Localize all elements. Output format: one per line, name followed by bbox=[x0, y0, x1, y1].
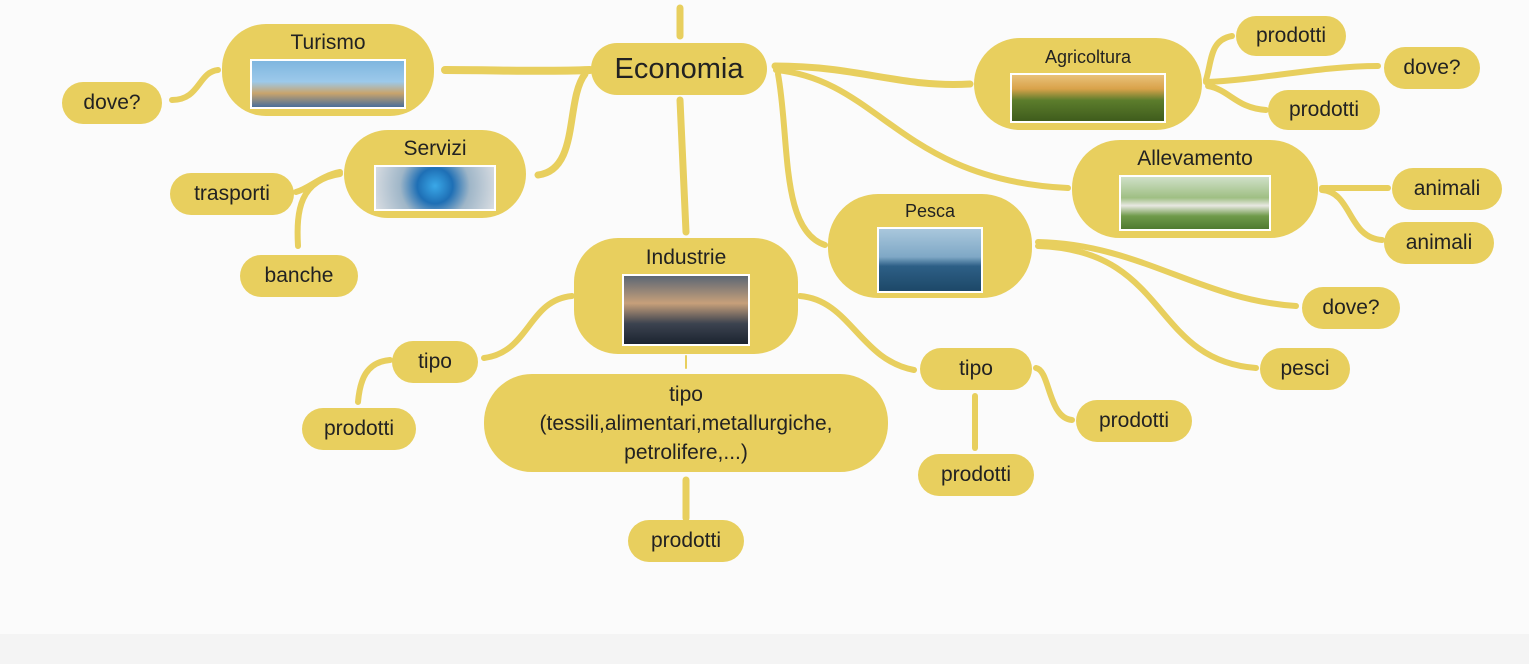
cattle-pasture-image bbox=[1119, 175, 1271, 231]
node-servizi-label: Servizi bbox=[403, 137, 467, 160]
node-banche-label: banche bbox=[264, 264, 334, 287]
connector-agri-prodotti-top bbox=[1203, 33, 1235, 83]
node-allevamento-label: Allevamento bbox=[1137, 147, 1253, 170]
connector-economia-pesca bbox=[775, 71, 828, 248]
node-agri-dove-label: dove? bbox=[1403, 56, 1461, 79]
node-pesca-label: Pesca bbox=[904, 201, 956, 221]
node-industrie-tipo-center-prodotti[interactable]: prodotti bbox=[628, 520, 744, 562]
node-industrie-tipo-right[interactable]: tipo bbox=[920, 348, 1032, 390]
node-agricoltura-dove[interactable]: dove? bbox=[1384, 47, 1480, 89]
connector-economia-agricoltura bbox=[771, 62, 974, 88]
globe-in-hands-image bbox=[374, 165, 496, 211]
node-pesca-pesci[interactable]: pesci bbox=[1260, 348, 1350, 390]
node-industrie[interactable]: Industrie bbox=[574, 238, 798, 354]
factory-smoke-image bbox=[622, 274, 750, 346]
connector-industrie-tipo-right bbox=[797, 293, 917, 373]
connector-pesca-pesci bbox=[1035, 243, 1259, 371]
node-allevamento-animali-b[interactable]: animali bbox=[1384, 222, 1494, 264]
central-node-label: Economia bbox=[614, 53, 744, 85]
node-pesci-label: pesci bbox=[1280, 357, 1330, 380]
connector-agri-dove bbox=[1203, 63, 1381, 85]
connector-allev-animali-b bbox=[1319, 187, 1385, 243]
node-prodotti-right-b-label: prodotti bbox=[940, 463, 1012, 486]
node-prodotti-right-a-label: prodotti bbox=[1098, 409, 1170, 432]
node-industrie-label: Industrie bbox=[645, 246, 727, 269]
node-industrie-tipo-left[interactable]: tipo bbox=[392, 341, 478, 383]
node-servizi-banche[interactable]: banche bbox=[240, 255, 358, 297]
connector-pesca-dove bbox=[1035, 239, 1299, 309]
node-tipo-right-label: tipo bbox=[959, 357, 993, 380]
node-industrie-tipo-left-prodotti[interactable]: prodotti bbox=[302, 408, 416, 450]
node-turismo-dove[interactable]: dove? bbox=[62, 82, 162, 124]
node-pesca-dove[interactable]: dove? bbox=[1302, 287, 1400, 329]
node-turismo[interactable]: Turismo bbox=[222, 24, 434, 116]
fishing-boat-image bbox=[877, 227, 983, 293]
node-animali-a-label: animali bbox=[1413, 177, 1481, 200]
connector-tipo-left-prodotti bbox=[355, 357, 393, 405]
node-servizi[interactable]: Servizi bbox=[344, 130, 526, 218]
node-tipo-left-label: tipo bbox=[418, 350, 452, 373]
node-pesca-dove-label: dove? bbox=[1322, 296, 1380, 319]
node-agri-prodotti-bottom-label: prodotti bbox=[1288, 98, 1360, 121]
node-pesca[interactable]: Pesca bbox=[828, 194, 1032, 298]
connector-industrie-tipo-left bbox=[481, 293, 575, 361]
connector-agri-prodotti-bottom bbox=[1205, 83, 1269, 113]
node-agricoltura[interactable]: Agricoltura bbox=[974, 38, 1202, 130]
connector-economia-allevamento bbox=[773, 67, 1071, 191]
node-industrie-tipo-center[interactable]: tipo (tessili,alimentari,metallurgiche, … bbox=[484, 374, 888, 472]
node-tipo-center-label: tipo (tessili,alimentari,metallurgiche, … bbox=[539, 382, 833, 464]
node-servizi-trasporti[interactable]: trasporti bbox=[170, 173, 294, 215]
connector-economia-turismo bbox=[441, 66, 594, 75]
node-allevamento[interactable]: Allevamento bbox=[1072, 140, 1318, 238]
connector-tipo-right-prodotti-a bbox=[1033, 365, 1075, 423]
central-node-economia[interactable]: Economia bbox=[591, 43, 767, 95]
node-allevamento-animali-a[interactable]: animali bbox=[1392, 168, 1502, 210]
node-agricoltura-label: Agricoltura bbox=[1044, 47, 1132, 67]
node-animali-b-label: animali bbox=[1405, 231, 1473, 254]
connector-turismo-dove bbox=[169, 67, 221, 103]
connector-servizi-banche bbox=[294, 171, 343, 249]
world-landmarks-image bbox=[250, 59, 406, 109]
node-turismo-label: Turismo bbox=[290, 31, 366, 54]
node-turismo-dove-label: dove? bbox=[83, 91, 141, 114]
node-industrie-tipo-right-prodotti-b[interactable]: prodotti bbox=[918, 454, 1034, 496]
node-industrie-tipo-right-prodotti-a[interactable]: prodotti bbox=[1076, 400, 1192, 442]
tractor-field-image bbox=[1010, 73, 1166, 123]
node-prodotti-center-label: prodotti bbox=[650, 529, 722, 552]
connector-economia-industrie bbox=[676, 96, 690, 236]
node-agricoltura-prodotti-top[interactable]: prodotti bbox=[1236, 16, 1346, 56]
connector-economia-servizi bbox=[534, 70, 589, 179]
node-agricoltura-prodotti-bottom[interactable]: prodotti bbox=[1268, 90, 1380, 130]
node-prodotti-left-label: prodotti bbox=[323, 417, 395, 440]
node-agri-prodotti-top-label: prodotti bbox=[1255, 24, 1327, 47]
node-trasporti-label: trasporti bbox=[194, 182, 270, 205]
bottom-strip bbox=[0, 634, 1529, 664]
